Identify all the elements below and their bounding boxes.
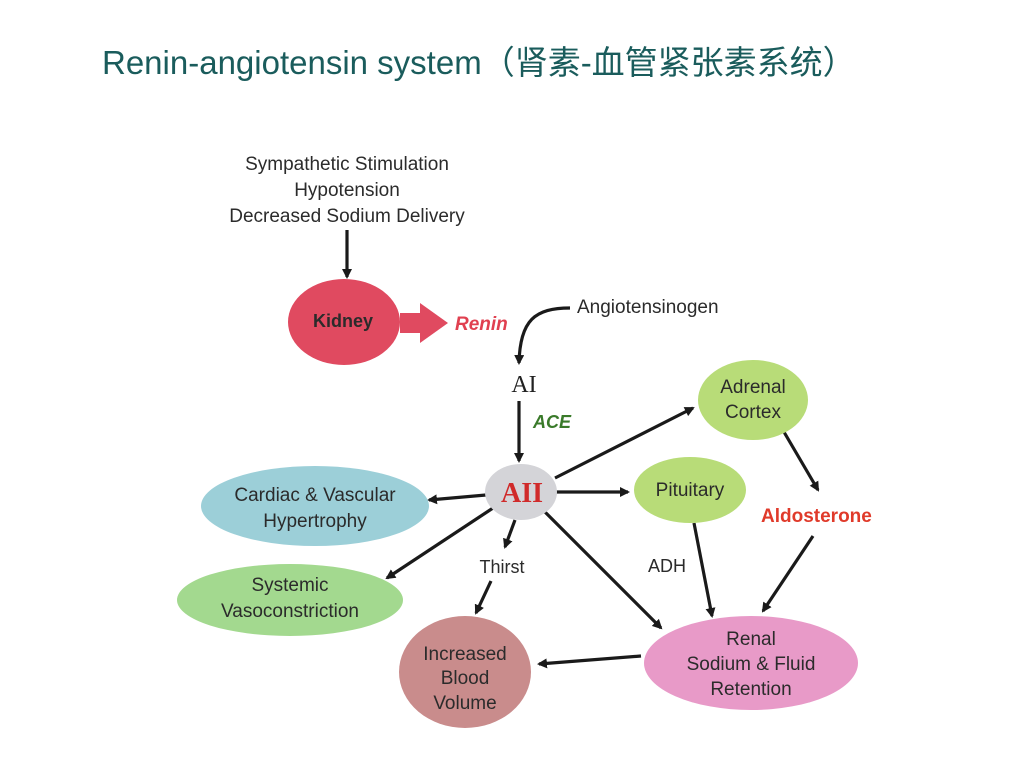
renal-retention-node [644,616,858,710]
angiotensinogen-label: Angiotensinogen [577,297,719,318]
trigger-hypotension: Hypotension [294,180,400,201]
arrow-aii-to-renal [543,510,663,630]
trigger-sodium: Decreased Sodium Delivery [229,206,465,227]
systemic-label-line2: Vasoconstriction [221,601,359,622]
blood-volume-label-line1: Increased [423,644,506,665]
cardiac-hypertrophy-node [201,466,429,546]
renal-label-line2: Sodium & Fluid [687,654,816,675]
arrow-kidney-to-renin [400,303,448,343]
ai-label: AI [511,372,536,398]
thirst-label: Thirst [480,557,525,577]
kidney-label: Kidney [313,311,373,331]
aldosterone-label: Aldosterone [761,506,872,527]
page-title: Renin-angiotensin system（肾素-血管紧张素系统） [102,44,856,81]
renin-label: Renin [455,314,508,335]
systemic-label-line1: Systemic [251,575,328,596]
arrow-thirst-to-volume [474,580,493,615]
pituitary-node [634,457,746,523]
arrow-angiotensinogen-to-ai [514,306,571,365]
renal-label-line1: Renal [726,629,776,650]
arrow-adrenal-to-aldosterone [782,431,820,492]
ace-label: ACE [532,412,572,432]
cardiac-label-line1: Cardiac & Vascular [234,485,396,506]
renal-label-line3: Retention [710,679,791,700]
arrow-aii-to-cardiac [427,493,487,505]
arrow-renal-to-volume [537,654,642,669]
blood-volume-node [399,616,531,728]
arrow-aii-to-thirst [503,519,517,549]
adrenal-label-line2: Cortex [725,402,781,423]
adrenal-cortex-node [698,360,808,440]
arrow-aii-to-systemic [385,506,494,580]
aii-node [485,464,557,520]
adh-label: ADH [648,556,686,576]
adrenal-label-line1: Adrenal [720,377,786,398]
arrow-aii-to-adrenal [554,406,695,480]
kidney-node [288,279,400,365]
systemic-vasoconstriction-node [177,564,403,636]
pituitary-label: Pituitary [656,480,725,501]
cardiac-label-line2: Hypertrophy [263,511,367,532]
blood-volume-label-line3: Volume [433,693,496,714]
trigger-sympathetic: Sympathetic Stimulation [245,154,449,175]
blood-volume-label-line2: Blood [441,668,490,689]
arrow-aldosterone-to-renal [761,535,815,613]
aii-label: AII [501,478,543,509]
arrow-pituitary-to-renal [692,522,716,618]
